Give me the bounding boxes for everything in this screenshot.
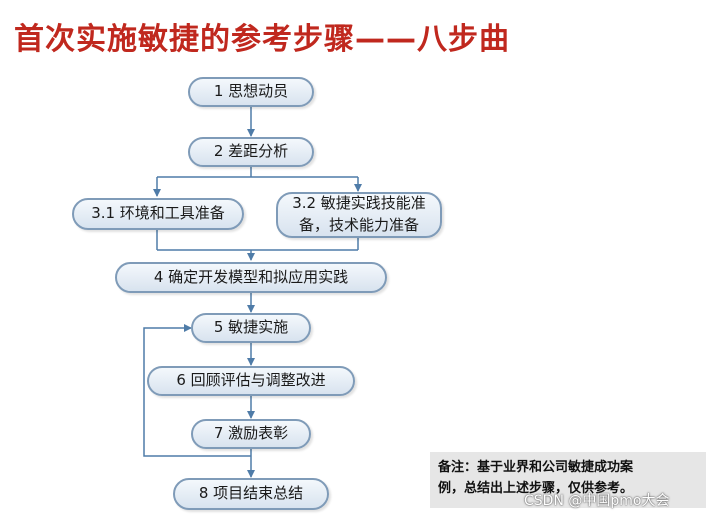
step-3-1-box: 3.1 环境和工具准备 [72,198,244,230]
step-7-label: 7 激励表彰 [213,424,289,443]
step-3-2-box: 3.2 敏捷实践技能准 备，技术能力准备 [276,192,442,238]
step-5-box: 5 敏捷实施 [191,313,311,343]
step-7-box: 7 激励表彰 [191,419,311,449]
remark-line-1: 备注：基于业界和公司敏捷成功案 [438,460,634,475]
step-6-box: 6 回顾评估与调整改进 [147,366,355,396]
step-3-2-label-line2: 备，技术能力准备 [298,216,419,234]
step-1-label: 1 思想动员 [213,82,289,101]
remark-note: 备注：基于业界和公司敏捷成功案 例，总结出上述步骤，仅供参考。 [430,452,706,508]
remark-line-2: 例，总结出上述步骤，仅供参考。 [438,480,634,496]
step-6-label: 6 回顾评估与调整改进 [176,371,326,390]
step-1-box: 1 思想动员 [188,77,314,107]
step-5-label: 5 敏捷实施 [213,318,289,337]
step-2-box: 2 差距分析 [188,137,314,167]
step-4-box: 4 确定开发模型和拟应用实践 [115,262,387,293]
step-3-1-label: 3.1 环境和工具准备 [91,204,225,223]
loop-back-to-5 [143,324,251,457]
watermark: CSDN @中国pmo大会 [524,493,670,509]
step-8-label: 8 项目结束总结 [198,484,304,503]
step-2-label: 2 差距分析 [213,142,289,161]
diagram-title: 首次实施敏捷的参考步骤——八步曲 [14,22,510,57]
step-8-box: 8 项目结束总结 [173,478,329,510]
step-3-2-label-line1: 3.2 敏捷实践技能准 [292,194,426,213]
step-4-label: 4 确定开发模型和拟应用实践 [153,267,349,286]
